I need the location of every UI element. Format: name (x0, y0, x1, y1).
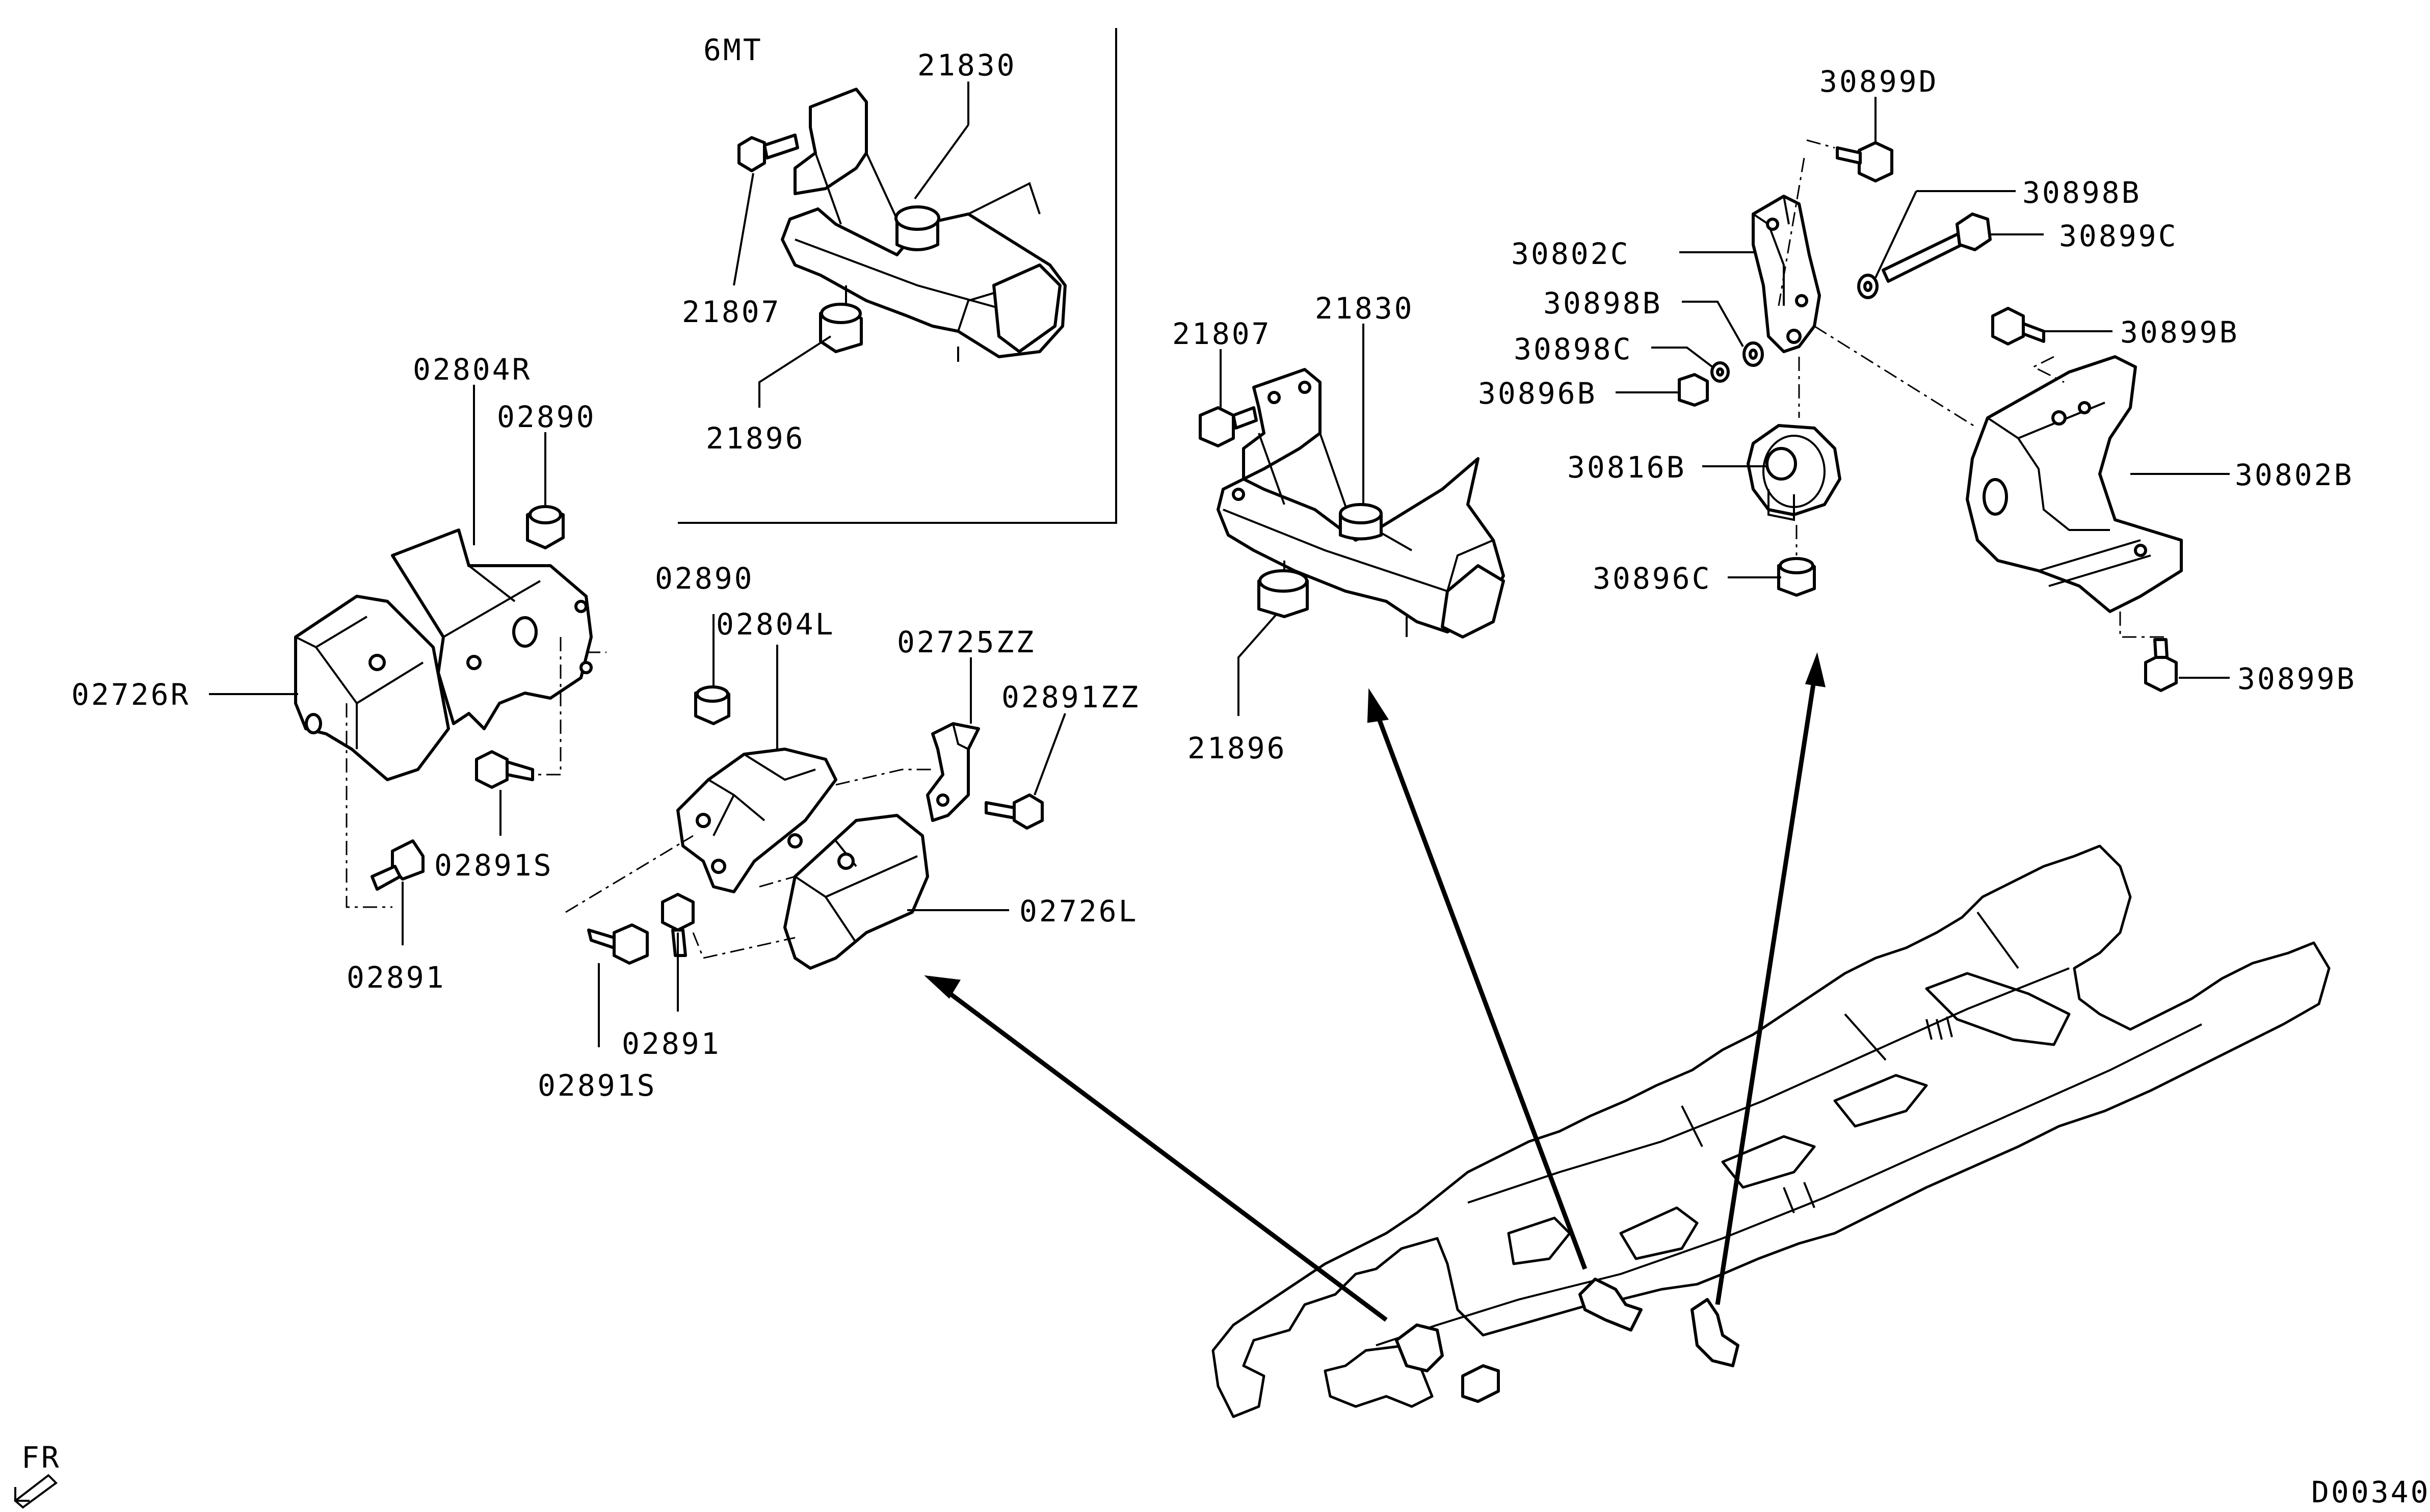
bolt-30899C (1882, 213, 1992, 283)
washer-30898B (1742, 341, 1764, 367)
bracket-30802B (1966, 355, 2183, 613)
label-30899B-top: 30899B (2120, 315, 2239, 350)
inset-crossmember-21830 (781, 88, 1067, 362)
label-21807: 21807 (1172, 316, 1272, 351)
label-02804L: 02804L (716, 607, 835, 642)
fr-label: FR (21, 1440, 61, 1475)
label-02891-right: 02891 (347, 960, 446, 995)
label-02726L: 02726L (1019, 894, 1139, 929)
pointer-arrows (924, 652, 1826, 1322)
label-30816B: 30816B (1567, 450, 1686, 485)
right-mount-group: 02804R 02890 02726R 02891S 02891 (71, 352, 606, 995)
label-21896-inset: 21896 (706, 421, 805, 456)
bolt-30899B-top (1991, 307, 2045, 346)
label-02891S-left: 02891S (538, 1068, 657, 1103)
label-21830-inset: 21830 (917, 48, 1017, 83)
frame-mount-middle (1578, 1278, 1643, 1332)
nut-21896 (1257, 569, 1309, 618)
label-21830: 21830 (1315, 291, 1414, 326)
frame-mount-left-2 (1461, 1364, 1500, 1403)
arrow-to-rear-mount (1715, 677, 1817, 1305)
bracket-02804L (676, 748, 837, 893)
arrow-to-crossmember (1374, 710, 1588, 1270)
label-02804R: 02804R (413, 352, 532, 387)
label-02890-right: 02890 (497, 400, 596, 434)
frame-mount-left (1395, 1323, 1444, 1372)
bolt-02891S-left (587, 923, 649, 965)
label-30899D: 30899D (1819, 64, 1939, 99)
bolt-02891ZZ (985, 793, 1044, 830)
arrow-head-middle (1367, 688, 1389, 723)
nut-30896C (1777, 557, 1816, 597)
label-30898C: 30898C (1514, 332, 1633, 366)
fr-arrow-icon (13, 1474, 58, 1509)
label-30896B: 30896B (1478, 376, 1597, 411)
arrow-head-right (1805, 652, 1826, 687)
front-direction-indicator: FR (13, 1440, 61, 1509)
insulator-30816B (1747, 424, 1841, 521)
bracket-02725ZZ (926, 722, 980, 822)
washer-30898B-top (1857, 274, 1879, 299)
inset-nut-21896 (819, 303, 863, 353)
label-30802B: 30802B (2235, 458, 2354, 492)
label-21896: 21896 (1187, 731, 1287, 765)
frame-mount-rear (1691, 1298, 1739, 1367)
middle-crossmember-group: 21807 21830 21896 (1172, 291, 1505, 765)
washer-30898C (1710, 361, 1730, 383)
6mt-inset: 6MT 21830 21807 21896 (678, 28, 1117, 524)
bolt-30899D (1836, 141, 1893, 182)
bolt-21807 (1199, 406, 1258, 447)
variant-label-6mt: 6MT (703, 33, 763, 67)
label-02891S-right: 02891S (434, 848, 553, 883)
bolt-02891-left (661, 893, 695, 957)
left-mount-group: 02890 02804L 02725ZZ 02891ZZ 02726L 0289… (538, 561, 1140, 1103)
label-02891ZZ: 02891ZZ (1001, 680, 1140, 714)
arrow-head-left (924, 975, 961, 999)
rear-mount-group: 30899D 30898B 30802C 30899C 30898B 30898… (1478, 64, 2357, 696)
diagram-code: D00340 (2311, 1475, 2430, 1509)
bracket-02804R (391, 528, 593, 730)
label-02725ZZ: 02725ZZ (897, 625, 1036, 659)
bracket-30802C (1752, 195, 1821, 353)
label-02890-left: 02890 (655, 561, 754, 596)
insulator-02726L (783, 814, 929, 970)
label-30898B: 30898B (1543, 286, 1662, 321)
chassis-frame (1211, 844, 2331, 1418)
insulator-02726R (294, 595, 450, 781)
inset-border (678, 28, 1117, 524)
label-30896C: 30896C (1593, 561, 1712, 596)
arrow-to-left-mount (944, 988, 1388, 1322)
nut-02890-right (526, 505, 565, 549)
bolt-02891-right (371, 839, 425, 891)
label-30898B-top: 30898B (2022, 175, 2142, 210)
nut-02890-left (694, 685, 730, 725)
label-02891-left: 02891 (622, 1026, 721, 1061)
crossmember-21830 (1217, 368, 1505, 639)
label-30802C: 30802C (1511, 236, 1630, 271)
label-30899B-bottom: 30899B (2237, 661, 2357, 696)
inset-bolt-21807 (737, 134, 799, 172)
label-21807-inset: 21807 (682, 295, 781, 329)
nut-30896B (1678, 373, 1709, 407)
bolt-30899B-bottom (2144, 638, 2178, 692)
label-30899C: 30899C (2059, 219, 2178, 253)
bolt-02891S-right (475, 750, 534, 789)
label-02726R: 02726R (71, 677, 191, 712)
